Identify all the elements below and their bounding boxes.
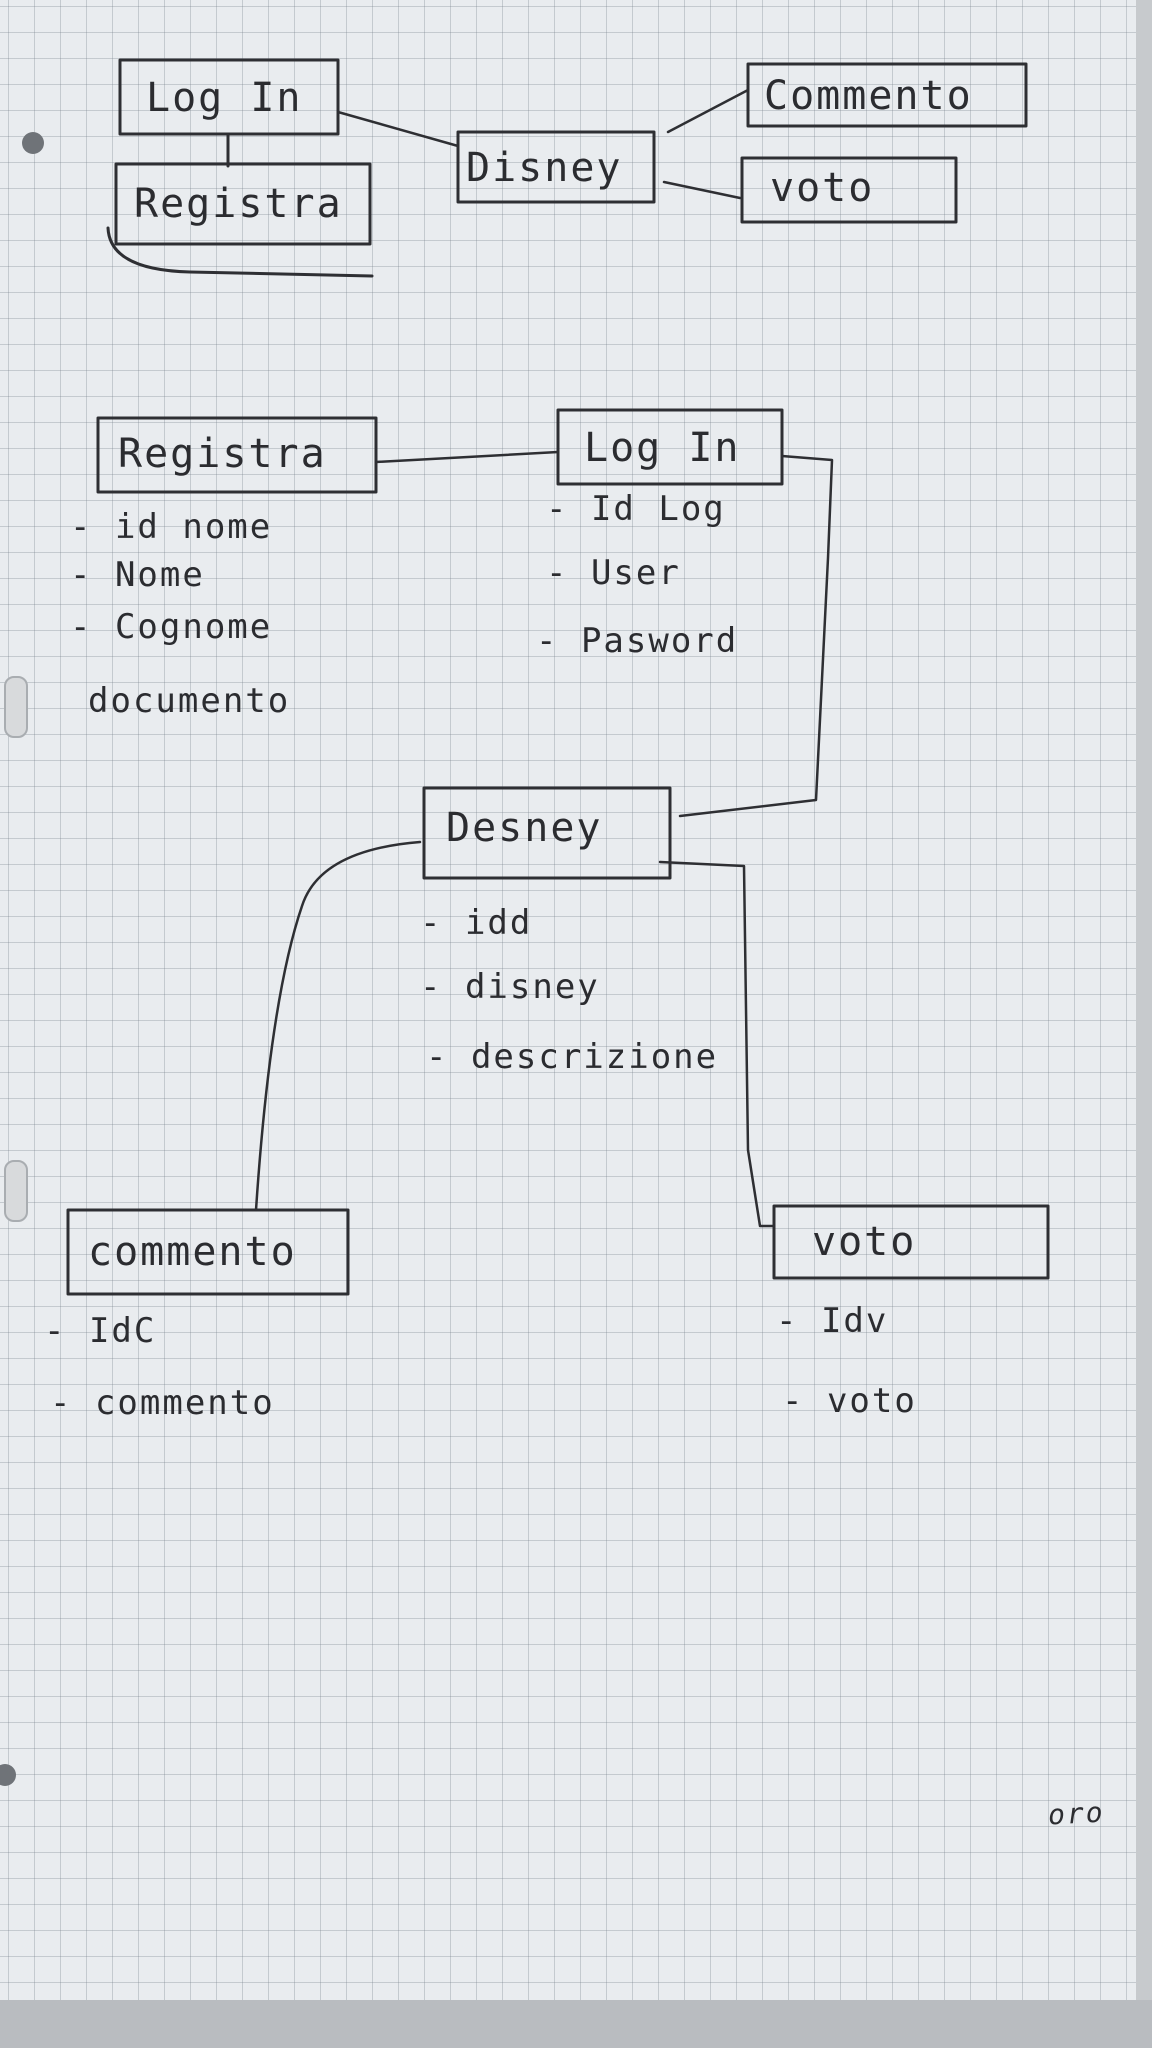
- overview-disney-label: Disney: [466, 145, 623, 191]
- paper-edge: [1136, 0, 1152, 2000]
- desney-entity-box: [422, 786, 672, 880]
- desney-commento-connector: [254, 840, 422, 1212]
- voto-entity-title: voto: [812, 1219, 917, 1265]
- connector-line: [666, 88, 750, 134]
- voto-entity-box: [772, 1204, 1050, 1280]
- commento-attribute: - commento: [50, 1383, 275, 1423]
- login-attribute: - User: [546, 553, 681, 593]
- commento-attribute: - IdC: [44, 1311, 157, 1351]
- commento-entity-title: commento: [88, 1229, 297, 1275]
- overview-commento-box: [746, 62, 1028, 128]
- desk-surface: [0, 2000, 1152, 2048]
- login-entity-title: Log In: [584, 425, 741, 471]
- voto-attribute: - Idv: [776, 1301, 889, 1341]
- binder-hole: [22, 132, 44, 154]
- registra-entity-box: [96, 416, 378, 494]
- overview-registra-box: [106, 162, 374, 278]
- overview-voto-label: voto: [770, 165, 875, 211]
- registra-attribute: - id nome: [70, 507, 273, 547]
- graph-paper-sheet: [0, 0, 1136, 2000]
- binder-hole: [4, 1160, 28, 1222]
- commento-entity-box: [66, 1208, 350, 1296]
- binder-hole: [0, 1764, 16, 1786]
- login-desney-connector: [678, 454, 834, 818]
- registra-attribute: documento: [88, 681, 291, 721]
- desney-attribute: - idd: [420, 903, 533, 943]
- overview-login-label: Log In: [146, 75, 303, 121]
- registra-attribute: - Nome: [70, 555, 205, 595]
- binder-hole: [4, 676, 28, 738]
- voto-attribute: - voto: [782, 1381, 917, 1421]
- registra-entity-title: Registra: [118, 431, 327, 477]
- registra-attribute: - Cognome: [70, 607, 273, 647]
- corner-note: oro: [1047, 1795, 1106, 1832]
- login-attribute: - Pasword: [536, 621, 739, 661]
- overview-voto-box: [740, 156, 958, 224]
- connector-line: [662, 180, 742, 200]
- overview-commento-label: Commento: [764, 73, 973, 119]
- login-entity-box: [556, 408, 784, 486]
- connector-line: [336, 110, 460, 148]
- desney-entity-title: Desney: [446, 805, 603, 851]
- overview-registra-label: Registra: [134, 181, 343, 227]
- login-attribute: - Id Log: [546, 489, 726, 529]
- registra-login-connector: [374, 450, 560, 464]
- desney-voto-connector: [658, 860, 776, 1228]
- desney-attribute: - disney: [420, 967, 600, 1007]
- overview-disney-box: [456, 130, 656, 204]
- desney-attribute: - descrizione: [426, 1037, 719, 1077]
